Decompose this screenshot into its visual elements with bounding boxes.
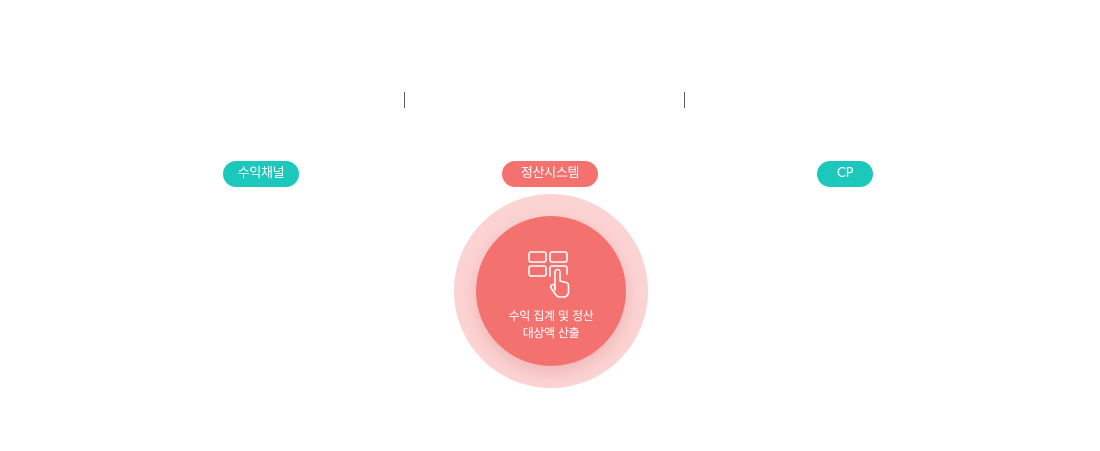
center-node-line2: 대상액 산출 [522, 326, 580, 340]
divider-left [404, 92, 405, 108]
divider-right [684, 92, 685, 108]
center-node-halo: 수익 집계 및 정산 대상액 산출 [454, 194, 648, 388]
label-revenue-channel: 수익채널 [223, 161, 299, 187]
center-node: 수익 집계 및 정산 대상액 산출 [476, 216, 626, 366]
center-node-line1: 수익 집계 및 정산 [508, 309, 594, 323]
touch-grid-icon [528, 251, 570, 298]
label-settlement-system: 정산시스템 [502, 161, 598, 187]
center-node-text: 수익 집계 및 정산 대상액 산출 [476, 308, 626, 342]
label-cp: CP [817, 161, 873, 187]
